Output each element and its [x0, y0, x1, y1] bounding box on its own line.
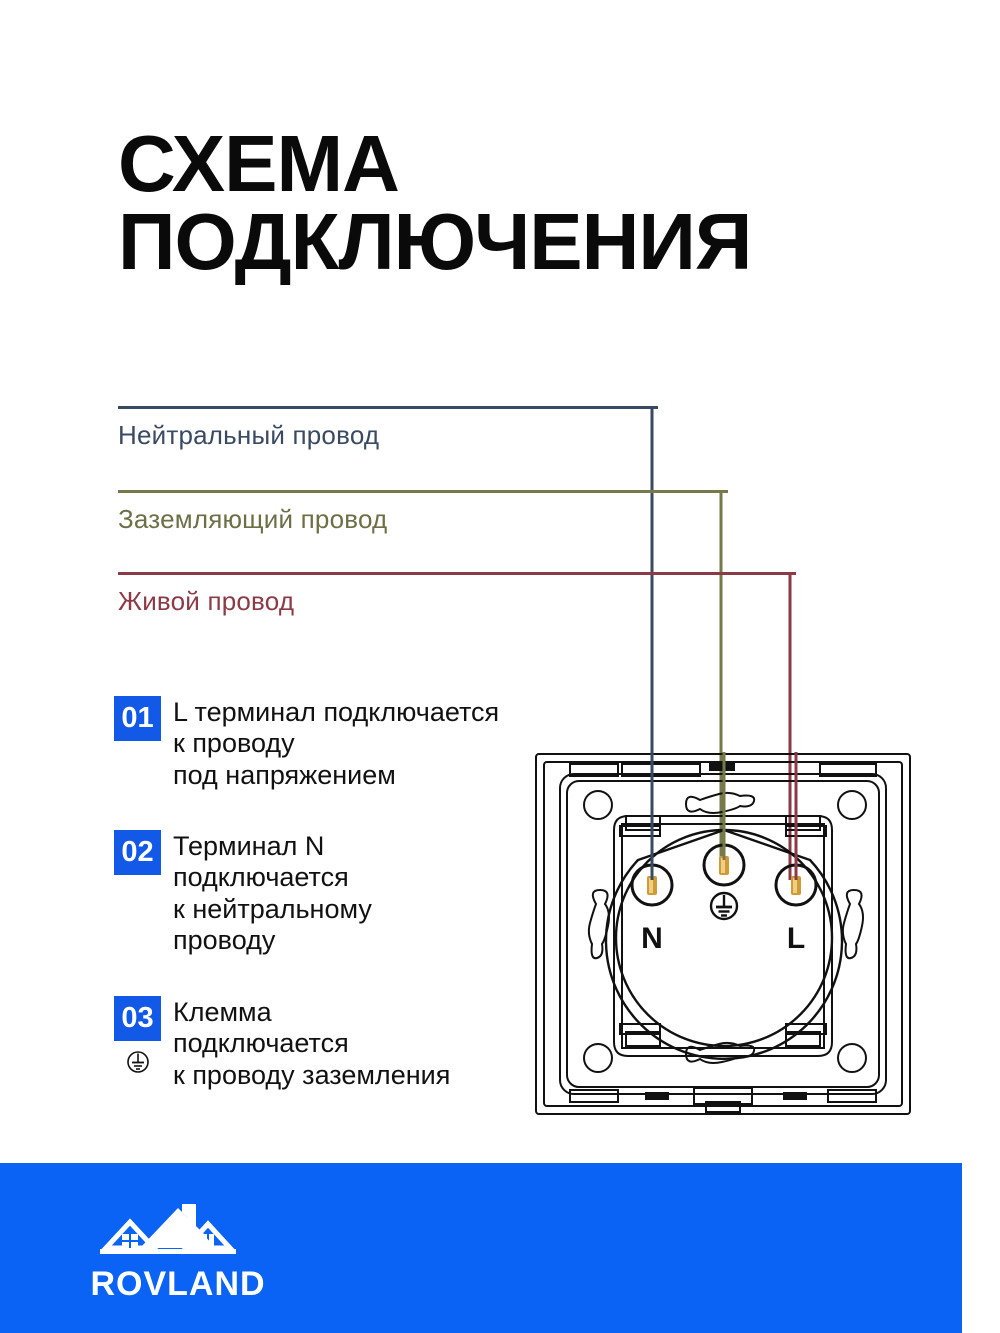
brand-name: ROVLAND: [90, 1265, 266, 1303]
step-item-01: 01 L терминал подключается к проводу под…: [114, 696, 499, 791]
title-line-2: ПОДКЛЮЧЕНИЯ: [118, 197, 752, 287]
socket-top-tab-right: [819, 763, 877, 777]
step-item-02: 02 Терминал N подключается к нейтральном…: [114, 830, 372, 956]
step-01-text: L терминал подключается к проводу под на…: [173, 697, 500, 790]
step-number-badge: 03: [114, 996, 161, 1041]
socket-bottom-notch-r: [783, 1092, 807, 1100]
footer-bar: ROVLAND: [0, 1163, 962, 1333]
mount-hole-br: [837, 1043, 867, 1073]
socket-diagram: N L: [535, 752, 911, 1115]
slot-right: [841, 888, 864, 960]
live-wire-label: Живой провод: [118, 586, 295, 616]
step-03-badge-col: 03: [114, 996, 161, 1080]
socket-bottom-notch-l: [645, 1092, 669, 1100]
step-item-03: 03 Клемма подключается к проводу заземле…: [114, 996, 450, 1091]
terminal-label-l: L: [787, 922, 805, 955]
socket-top-tab-left: [569, 763, 619, 777]
earth-ground-icon: [709, 891, 739, 921]
socket-top-tab-mid: [621, 763, 701, 777]
claw-tab-tl2: [619, 825, 661, 837]
step-02-badge-col: 02: [114, 830, 161, 875]
socket-wire-stubs: [650, 752, 798, 880]
mechanism-bracket-2: [613, 815, 833, 1057]
claw-tab-br: [785, 1031, 821, 1047]
step-number-badge: 02: [114, 830, 161, 875]
page-title: СХЕМА ПОДКЛЮЧЕНИЯ: [118, 119, 938, 287]
house-roof-icon: [100, 1204, 236, 1254]
step-03-text: Клемма подключается к проводу заземления: [173, 997, 451, 1090]
claw-tab-tr: [785, 815, 821, 831]
socket-bottom-tab-left: [569, 1089, 619, 1103]
ground-wire-label: Заземляющий провод: [118, 504, 388, 534]
mount-hole-tl: [583, 790, 613, 820]
live-wire-rule: [118, 572, 796, 575]
socket-bottom-tab-right: [827, 1089, 877, 1103]
step-02-text: Терминал N подключается к нейтральному п…: [173, 831, 372, 955]
mount-hole-bl: [583, 1043, 613, 1073]
claw-tab-tr2: [785, 825, 827, 837]
mount-hole-tr: [837, 790, 867, 820]
claw-tab-tl: [625, 815, 661, 831]
socket-top-notch: [709, 762, 735, 771]
earth-ground-icon: [125, 1049, 151, 1080]
slot-top: [684, 791, 756, 814]
socket-bottom-tab-mid: [693, 1087, 753, 1105]
title-line-1: СХЕМА: [118, 119, 400, 208]
brand-logo: ROVLAND: [78, 1198, 278, 1301]
slot-left: [587, 888, 610, 960]
neutral-wire-rule: [118, 406, 658, 409]
ground-wire-rule: [118, 490, 728, 493]
socket-bottom-foot: [705, 1101, 741, 1113]
neutral-wire-label: Нейтральный провод: [118, 420, 380, 450]
terminal-screws: [647, 856, 801, 895]
step-01-badge-col: 01: [114, 696, 161, 741]
socket-round-body: [604, 828, 844, 1060]
step-number-badge: 01: [114, 696, 161, 741]
terminal-label-n: N: [641, 922, 663, 955]
